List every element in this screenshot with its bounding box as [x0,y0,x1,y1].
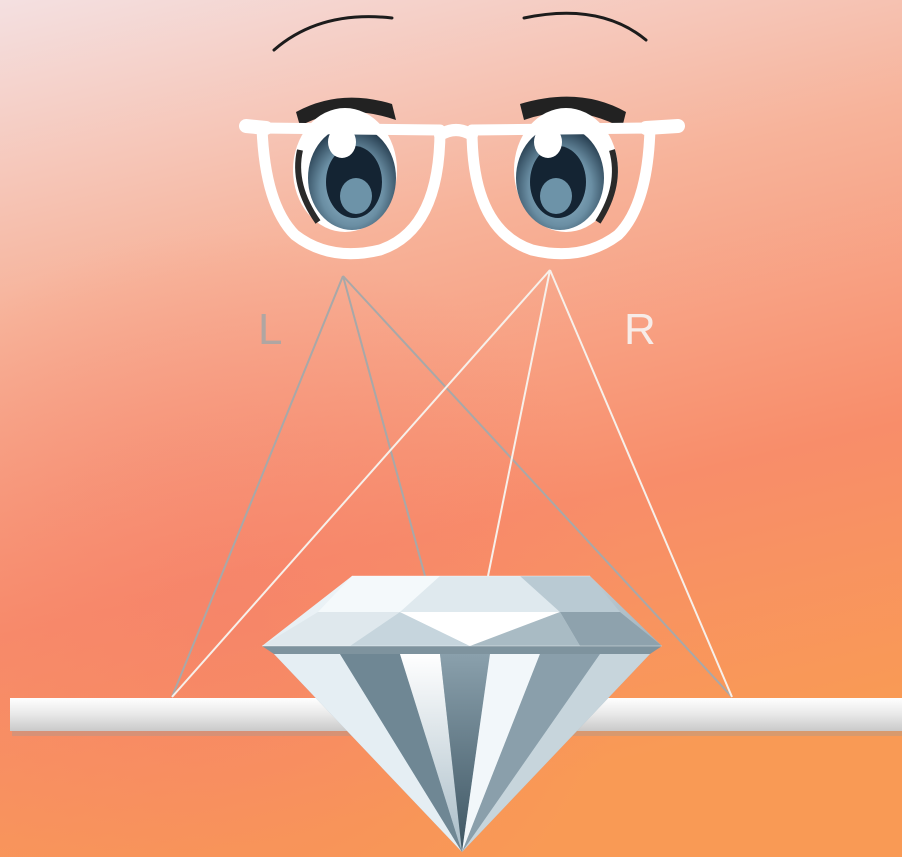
left-eye-label: L [258,305,282,354]
right-eye-label: R [624,305,656,354]
